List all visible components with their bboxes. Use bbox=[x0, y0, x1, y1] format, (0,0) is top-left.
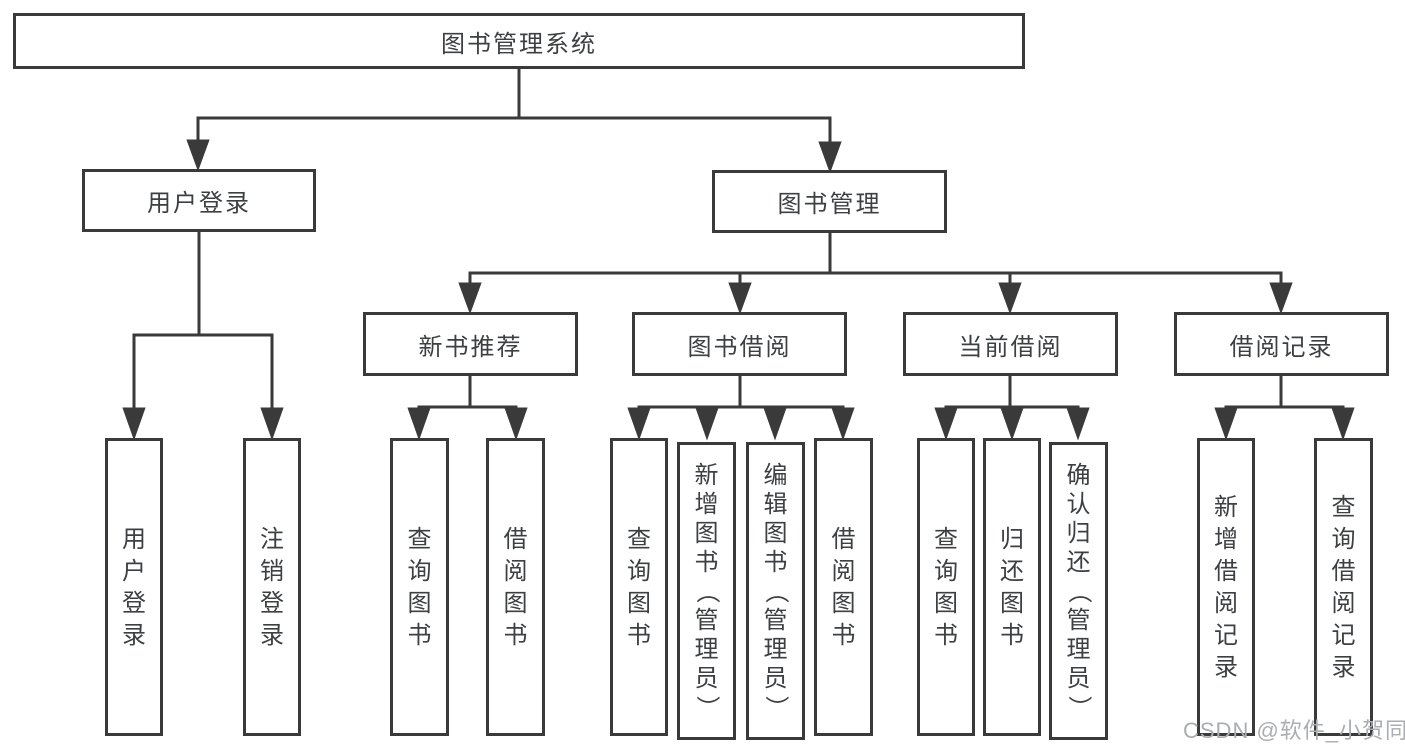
node-user-login: 用户登录 bbox=[82, 169, 316, 232]
leaf-query-books-recommend: 查询图书 bbox=[390, 438, 449, 736]
connector-user-login-to-leaves bbox=[122, 231, 284, 441]
leaf-query-books-borrow-label: 查询图书 bbox=[627, 525, 651, 649]
node-user-login-label: 用户登录 bbox=[147, 190, 251, 217]
leaf-add-book-admin-label: 新增图书（管理员） bbox=[693, 461, 720, 720]
leaf-add-borrow-record: 新增借阅记录 bbox=[1197, 438, 1255, 736]
leaf-edit-book-admin: 编辑图书（管理员） bbox=[746, 442, 805, 740]
leaf-confirm-return-admin: 确认归还（管理员） bbox=[1049, 442, 1108, 740]
leaf-borrow-books-recommend-label: 借阅图书 bbox=[503, 525, 528, 649]
leaf-edit-book-admin-label: 编辑图书（管理员） bbox=[762, 461, 789, 720]
leaf-user-login-label: 用户登录 bbox=[122, 525, 146, 649]
leaf-logout: 注销登录 bbox=[243, 438, 301, 736]
node-borrowing-records: 借阅记录 bbox=[1174, 312, 1389, 376]
leaf-query-books-borrow: 查询图书 bbox=[610, 438, 668, 736]
node-book-borrowing-label: 图书借阅 bbox=[687, 333, 792, 361]
leaf-user-login: 用户登录 bbox=[105, 438, 163, 736]
leaf-add-borrow-record-label: 新增借阅记录 bbox=[1214, 493, 1238, 681]
connector-borrowing-records-to-leaves bbox=[1214, 375, 1355, 441]
leaf-confirm-return-admin-label: 确认归还（管理员） bbox=[1065, 461, 1092, 720]
leaf-logout-label: 注销登录 bbox=[260, 525, 284, 649]
leaf-query-borrow-record: 查询借阅记录 bbox=[1314, 438, 1373, 736]
connector-book-borrowing-to-leaves bbox=[627, 375, 855, 441]
leaf-return-book-label: 归还图书 bbox=[1000, 525, 1024, 649]
node-book-management: 图书管理 bbox=[712, 170, 947, 233]
leaf-borrow-books-recommend: 借阅图书 bbox=[486, 438, 545, 736]
node-book-borrowing: 图书借阅 bbox=[632, 312, 847, 376]
leaf-return-book: 归还图书 bbox=[983, 438, 1041, 736]
node-current-borrowing: 当前借阅 bbox=[903, 312, 1118, 376]
leaf-query-books-current-label: 查询图书 bbox=[934, 525, 958, 649]
connector-book-management-to-level3 bbox=[458, 232, 1293, 315]
connector-new-book-to-leaves bbox=[407, 375, 528, 441]
node-new-book-recommendation: 新书推荐 bbox=[363, 312, 578, 376]
node-book-management-label: 图书管理 bbox=[777, 191, 882, 218]
node-current-borrowing-label: 当前借阅 bbox=[958, 333, 1063, 361]
connector-current-borrowing-to-leaves bbox=[934, 375, 1090, 441]
leaf-query-books-current: 查询图书 bbox=[917, 438, 975, 736]
node-borrowing-records-label: 借阅记录 bbox=[1229, 333, 1334, 361]
leaf-borrow-books: 借阅图书 bbox=[814, 438, 873, 736]
leaf-borrow-books-label: 借阅图书 bbox=[831, 525, 856, 649]
node-library-management-system-label: 图书管理系统 bbox=[441, 30, 597, 58]
leaf-query-books-recommend-label: 查询图书 bbox=[407, 525, 432, 649]
leaf-add-book-admin: 新增图书（管理员） bbox=[677, 442, 736, 740]
leaf-query-borrow-record-label: 查询借阅记录 bbox=[1331, 493, 1356, 681]
connector-root-to-level2 bbox=[186, 67, 842, 174]
node-new-book-recommendation-label: 新书推荐 bbox=[418, 333, 523, 361]
node-library-management-system: 图书管理系统 bbox=[13, 13, 1025, 69]
csdn-watermark: CSDN @软件_小贺同学 bbox=[1183, 718, 1405, 743]
